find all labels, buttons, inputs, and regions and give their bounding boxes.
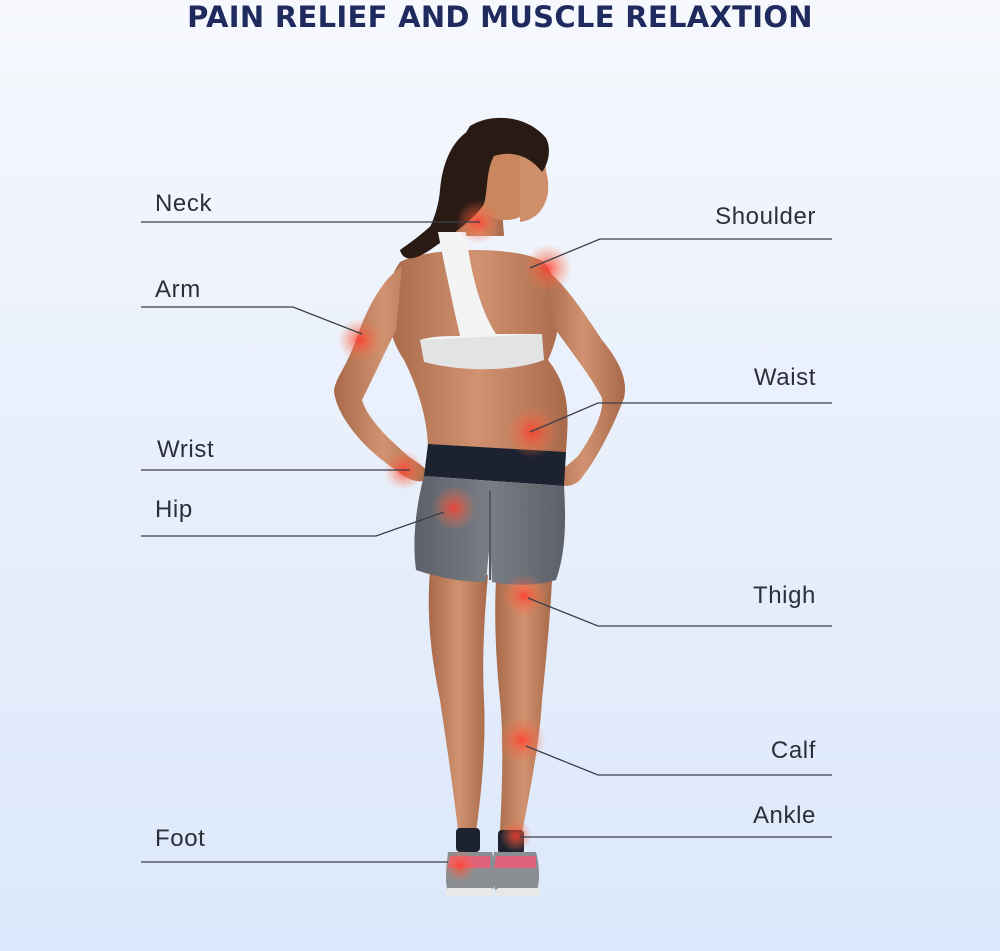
- leader-line-waist: [529, 402, 832, 433]
- pain-point-calf: [498, 716, 546, 764]
- left-sole: [446, 888, 494, 896]
- ponytail: [416, 130, 480, 252]
- label-hip: Hip: [155, 496, 193, 523]
- leader-line-calf: [525, 745, 832, 776]
- leader-lines: [141, 221, 832, 863]
- pain-point-thigh: [502, 574, 546, 618]
- label-wrist: Wrist: [157, 436, 215, 463]
- right-arm: [542, 266, 626, 486]
- right-shoe-accent: [494, 856, 536, 868]
- label-thigh: Thigh: [752, 582, 816, 609]
- right-leg: [495, 580, 552, 834]
- pain-point-foot: [444, 850, 476, 882]
- sports-bra: [420, 232, 542, 363]
- leader-line-shoulder: [529, 238, 832, 269]
- label-waist: Waist: [753, 364, 816, 391]
- left-leg: [428, 570, 488, 832]
- page-title: PAIN RELIEF AND MUSCLE RELAXTION: [187, 0, 813, 34]
- leader-line-thigh: [527, 597, 832, 627]
- pain-point-hip: [432, 486, 476, 530]
- bra-band: [420, 334, 544, 370]
- right-sole: [496, 888, 540, 896]
- pain-point-waist: [506, 406, 558, 458]
- left-sock: [456, 828, 480, 852]
- leader-line-arm: [141, 306, 363, 335]
- label-arm: Arm: [155, 276, 201, 303]
- label-neck: Neck: [155, 190, 213, 217]
- label-foot: Foot: [155, 825, 206, 852]
- pain-point-ankle: [500, 820, 532, 852]
- label-shoulder: Shoulder: [715, 203, 816, 230]
- leader-line-hip: [141, 511, 445, 537]
- pain-points: [338, 200, 572, 882]
- label-ankle: Ankle: [752, 802, 816, 829]
- pain-point-arm: [338, 318, 382, 362]
- label-calf: Calf: [770, 737, 816, 764]
- left-arm: [334, 266, 432, 482]
